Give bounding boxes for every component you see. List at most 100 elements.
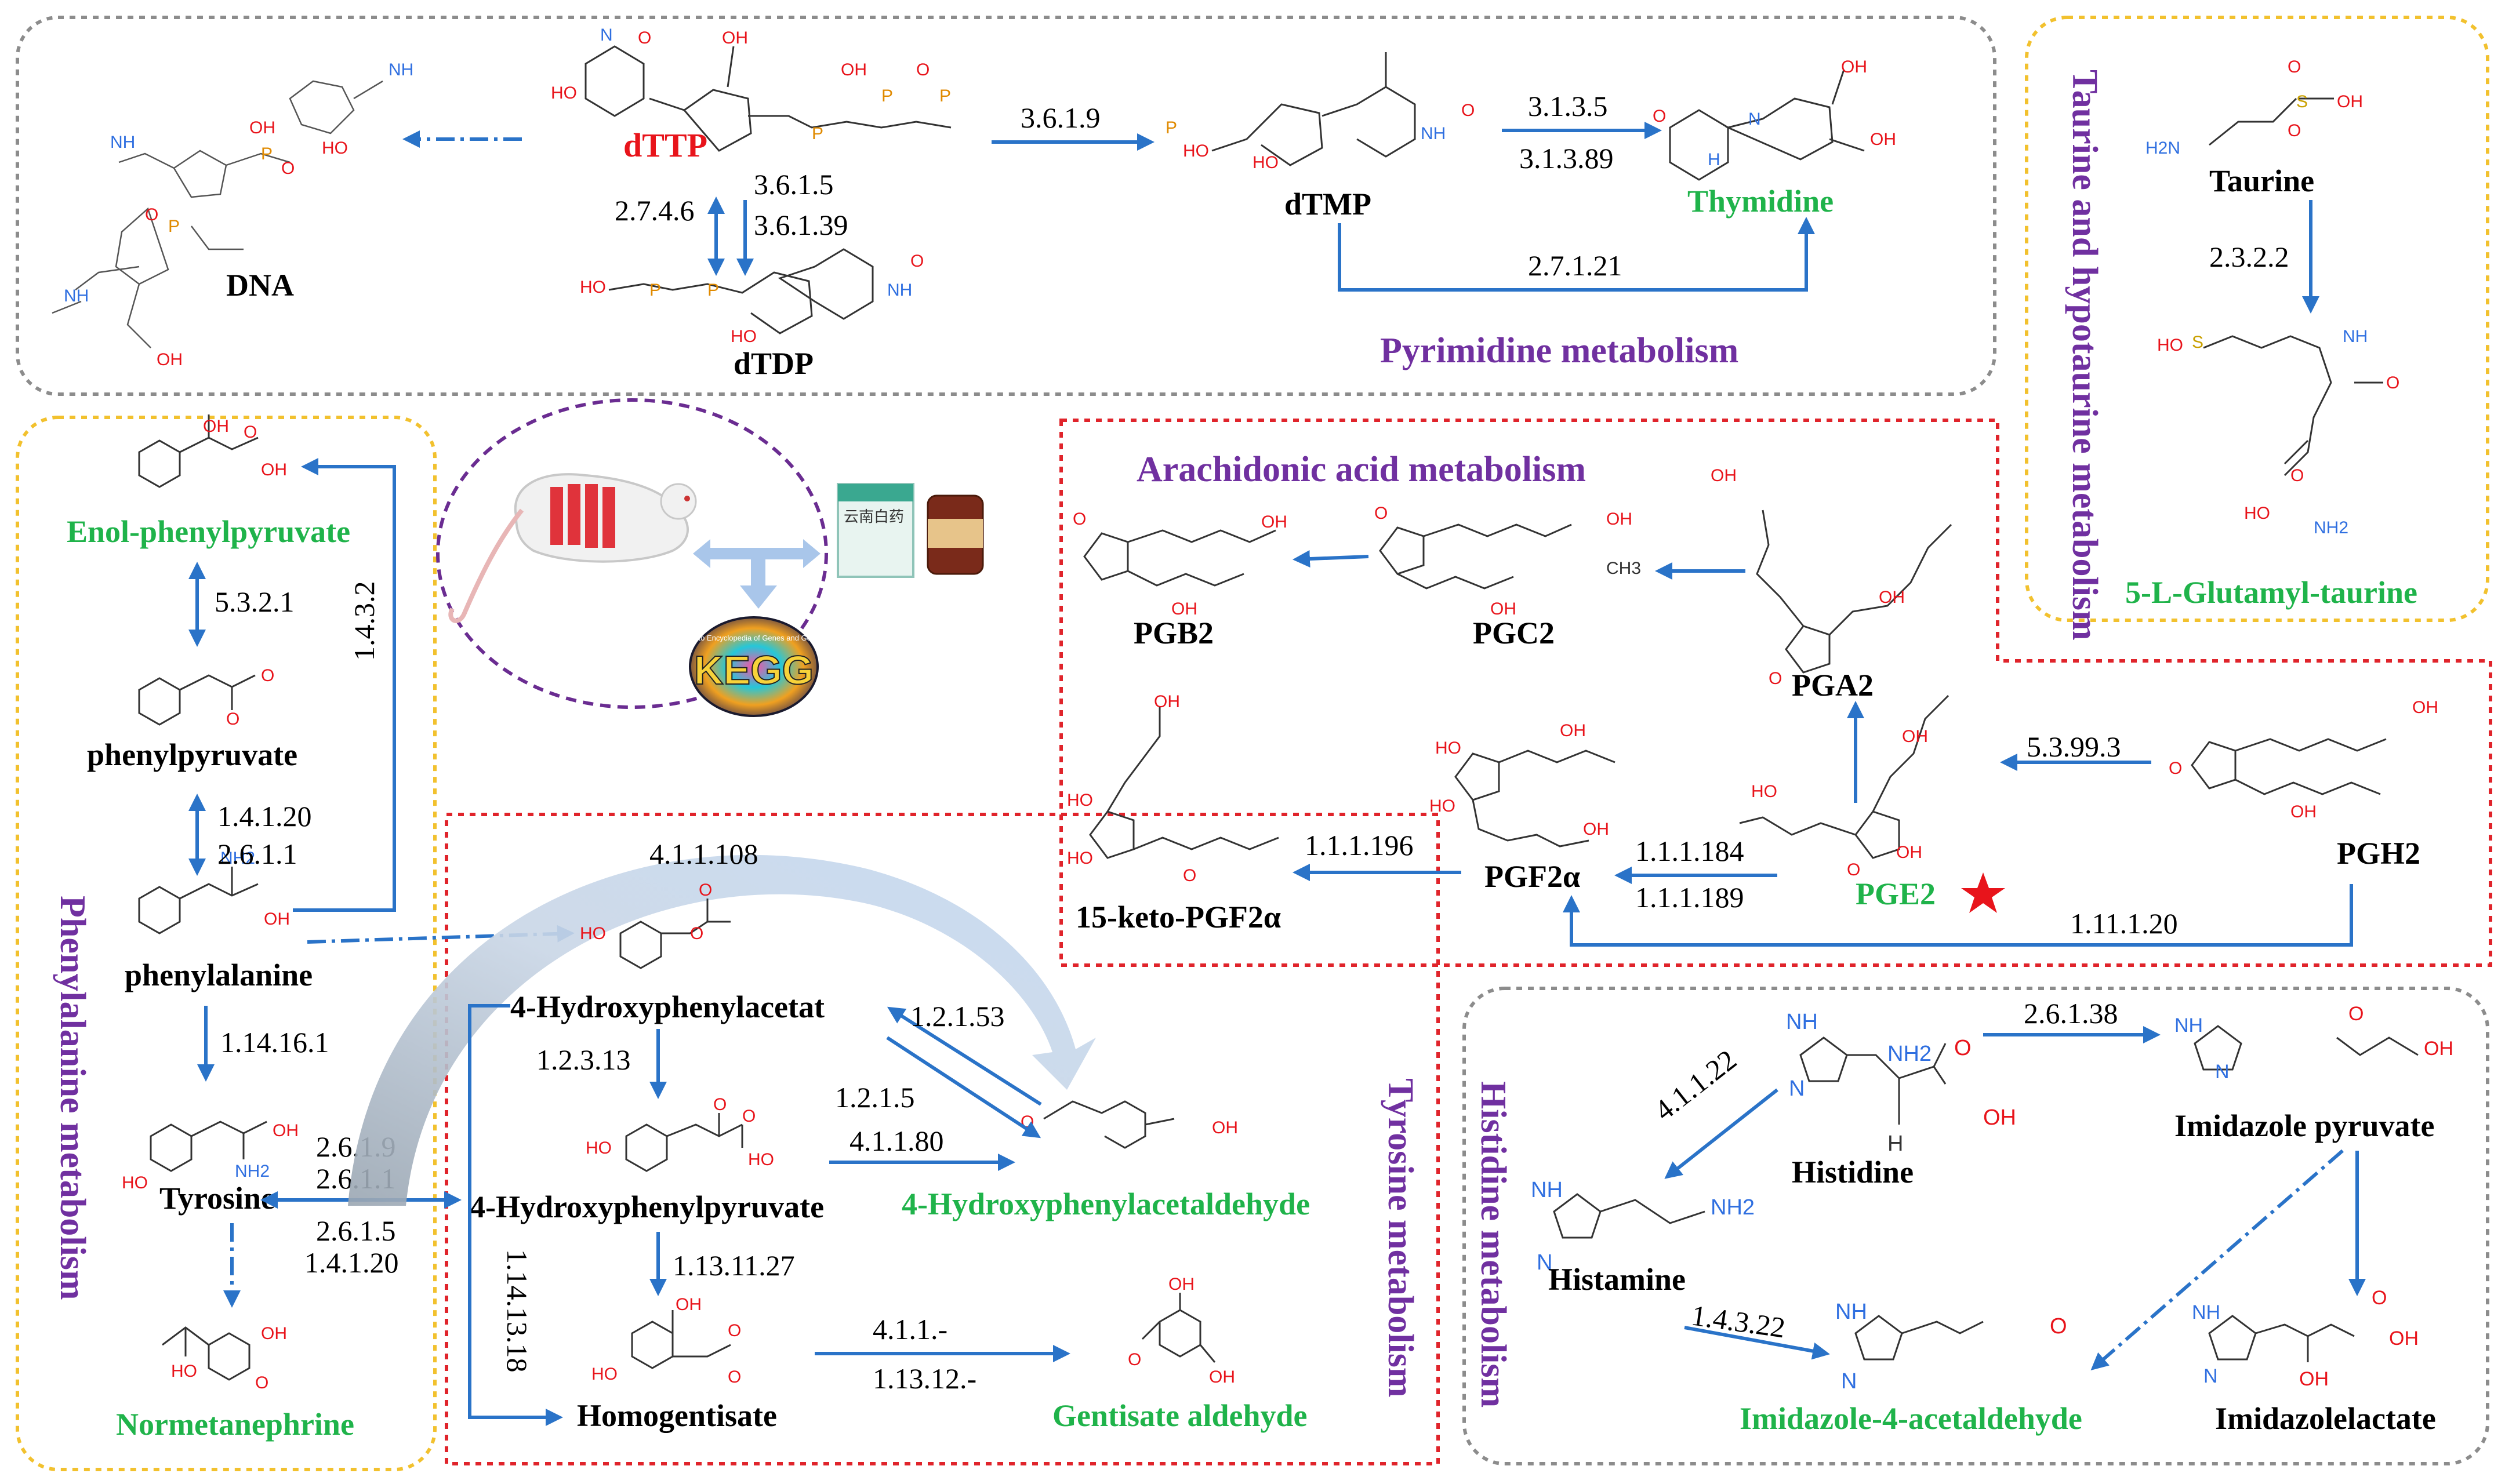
ec-3.1.3.5: 3.1.3.5 xyxy=(1528,90,1608,122)
svg-text:HO: HO xyxy=(591,1365,618,1384)
svg-text:OH: OH xyxy=(2424,1038,2453,1060)
svg-text:NH2: NH2 xyxy=(1887,1042,1932,1066)
svg-text:O: O xyxy=(728,1367,741,1387)
svg-text:O: O xyxy=(910,252,924,271)
svg-text:OH: OH xyxy=(1870,130,1896,149)
svg-text:OH: OH xyxy=(2389,1327,2419,1350)
svg-text:O: O xyxy=(2169,759,2182,778)
thymidine-structure: N O OH OH H xyxy=(1653,57,1896,181)
svg-text:NH: NH xyxy=(64,286,89,305)
tyrosine-box xyxy=(445,813,1440,1465)
arachidonic-box xyxy=(1059,419,2492,967)
svg-text:OH: OH xyxy=(1583,820,1609,839)
svg-text:OH: OH xyxy=(1154,692,1180,711)
ec-2.7.1.21: 2.7.1.21 xyxy=(1528,249,1622,282)
svg-text:O: O xyxy=(2386,373,2399,392)
center-ellipse xyxy=(436,398,828,709)
svg-text:NH: NH xyxy=(110,133,135,152)
normetanephrine-structure: OH O HO xyxy=(162,1324,287,1392)
svg-text:HO: HO xyxy=(2157,336,2183,355)
ec-1.4.3.22: 1.4.3.22 xyxy=(1689,1298,1787,1344)
phenylpyruvate-structure: O O xyxy=(138,666,274,729)
compound-hydroxyphenylpyruvate: 4-Hydroxyphenylpyruvate xyxy=(470,1190,824,1224)
svg-text:N: N xyxy=(600,26,613,45)
svg-text:P: P xyxy=(649,281,661,300)
svg-text:HO: HO xyxy=(1067,849,1093,868)
ec-1.13.12.-: 1.13.12.- xyxy=(873,1362,976,1395)
svg-text:OH: OH xyxy=(676,1295,702,1314)
svg-text:O: O xyxy=(1128,1350,1141,1369)
svg-text:O: O xyxy=(742,1107,756,1126)
svg-text:O: O xyxy=(1653,107,1666,126)
svg-text:HO: HO xyxy=(1429,796,1455,816)
imidazolelactate-structure: NH N O OH OH xyxy=(2192,1287,2419,1390)
compound-dna: DNA xyxy=(226,268,294,303)
histidine-metabolism-title: Histidine metabolism xyxy=(1473,1081,1513,1407)
svg-text:H: H xyxy=(1708,150,1720,169)
svg-text:OH: OH xyxy=(841,60,867,79)
svg-text:HO: HO xyxy=(171,1362,197,1381)
svg-text:OH: OH xyxy=(261,460,287,479)
phenylalanine-structure: NH2 OH xyxy=(138,849,290,934)
compound-keto-pgf2a: 15-keto-PGF2α xyxy=(1076,900,1281,934)
star-icon xyxy=(1961,872,2005,913)
arrow-histidine-histamine xyxy=(1664,1088,1778,1179)
svg-text:HO: HO xyxy=(580,924,606,943)
compound-hydroxyphenylacetat: 4-Hydroxyphenylacetat xyxy=(510,990,825,1024)
ec-1.4.1.20-b: 1.4.1.20 xyxy=(304,1246,399,1279)
svg-text:O: O xyxy=(281,159,295,178)
svg-text:O: O xyxy=(713,1095,727,1114)
ec-1.1.1.189: 1.1.1.189 xyxy=(1635,881,1744,914)
compound-hydroxyphenylacetaldehyde: 4-Hydroxyphenylacetaldehyde xyxy=(902,1187,1310,1221)
compound-imidazolelactate: Imidazolelactate xyxy=(2215,1401,2436,1436)
svg-text:HO: HO xyxy=(586,1139,612,1158)
svg-text:HO: HO xyxy=(322,139,348,158)
hydroxyphenylpyruvate-structure: HO O O HO xyxy=(586,1095,774,1172)
compound-dtmp: dTMP xyxy=(1284,187,1371,221)
compound-histidine: Histidine xyxy=(1792,1155,1914,1190)
ec-1.14.16.1: 1.14.16.1 xyxy=(220,1026,329,1059)
svg-text:O: O xyxy=(1769,669,1782,688)
svg-text:N: N xyxy=(1537,1250,1552,1275)
svg-text:O: O xyxy=(1073,510,1086,529)
pgc2-structure: O OH OH CH3 xyxy=(1374,504,1641,619)
compound-histamine: Histamine xyxy=(1548,1262,1686,1297)
histamine-structure: NH N NH2 xyxy=(1531,1178,1755,1275)
svg-text:O: O xyxy=(638,28,651,48)
taurine-structure: H2N S O O OH xyxy=(2145,57,2363,158)
svg-text:Kyoto Encyclopedia of Genes an: Kyoto Encyclopedia of Genes and Genomes xyxy=(685,634,834,642)
dna-structure: P OH O P O NH NH NH OH HO xyxy=(52,60,413,369)
svg-text:HO: HO xyxy=(122,1173,148,1192)
ec-1.13.11.27: 1.13.11.27 xyxy=(673,1249,795,1282)
svg-text:P: P xyxy=(812,124,823,143)
arrow-tyrosine-hydroxyphenylacetaldehyde xyxy=(348,854,1096,1206)
compound-homogentisate: Homogentisate xyxy=(577,1398,777,1433)
ec-1.2.1.53: 1.2.1.53 xyxy=(910,1000,1005,1032)
svg-text:OH: OH xyxy=(157,350,183,369)
svg-text:O: O xyxy=(255,1373,268,1392)
svg-text:OH: OH xyxy=(1879,588,1905,607)
svg-text:KEGG: KEGG xyxy=(694,648,814,693)
imidazole-acetaldehyde-structure: NH N O xyxy=(1835,1300,2067,1394)
svg-text:O: O xyxy=(1847,860,1860,879)
svg-text:OH: OH xyxy=(1711,466,1737,485)
hydroxyphenylacetat-structure: HO O O xyxy=(580,881,731,969)
dtmp-structure: HO P HO NH O xyxy=(1166,52,1475,172)
svg-text:NH: NH xyxy=(887,281,912,300)
svg-text:OH: OH xyxy=(1171,599,1197,619)
glutamyl-taurine-structure: HO S NH O O HO NH2 xyxy=(2157,327,2399,537)
svg-text:NH2: NH2 xyxy=(1711,1195,1755,1220)
compound-phenylpyruvate: phenylpyruvate xyxy=(87,737,297,772)
enol-phenylpyruvate-structure: OH OH O xyxy=(138,414,287,488)
pyrimidine-metabolism-title: Pyrimidine metabolism xyxy=(1380,331,1738,370)
compound-pgf2a: PGF2α xyxy=(1484,859,1580,894)
svg-text:NH: NH xyxy=(1421,124,1446,143)
svg-text:NH: NH xyxy=(2343,327,2368,346)
svg-text:NH2: NH2 xyxy=(2314,518,2348,537)
svg-text:OH: OH xyxy=(2337,92,2363,111)
svg-text:N: N xyxy=(1748,110,1761,129)
svg-text:HO: HO xyxy=(551,83,577,103)
svg-text:OH: OH xyxy=(1841,57,1867,77)
phenylalanine-metabolism-title: Phenylalanine metabolism xyxy=(53,896,92,1300)
